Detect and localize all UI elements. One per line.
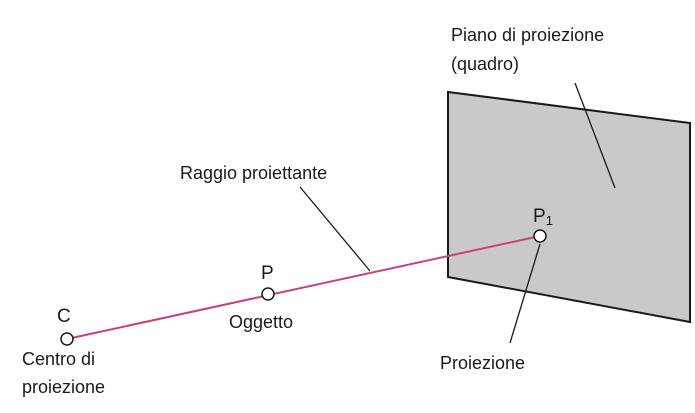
ray-leader-line [299,186,371,272]
center-point-marker [60,332,74,346]
center-label-line2: proiezione [22,377,105,397]
ray-label: Raggio proiettante [180,163,327,183]
projection-point-letter: P1 [533,206,553,228]
projection-plane [447,90,691,324]
projection-point-marker [533,229,547,243]
plane-label-line2: (quadro) [451,54,519,74]
projection-label: Proiezione [440,353,525,373]
projecting-ray [66,235,541,340]
projection-leader-line [509,243,541,344]
center-point-letter: C [57,306,71,327]
plane-label-line1: Piano di proiezione [451,25,604,45]
projection-point-subscript: 1 [546,213,553,228]
center-label-line1: Centro di [22,349,95,369]
plane-leader-line [574,82,616,189]
object-label: Oggetto [229,312,293,332]
object-point-letter: P [261,263,274,284]
object-point-marker [261,287,275,301]
